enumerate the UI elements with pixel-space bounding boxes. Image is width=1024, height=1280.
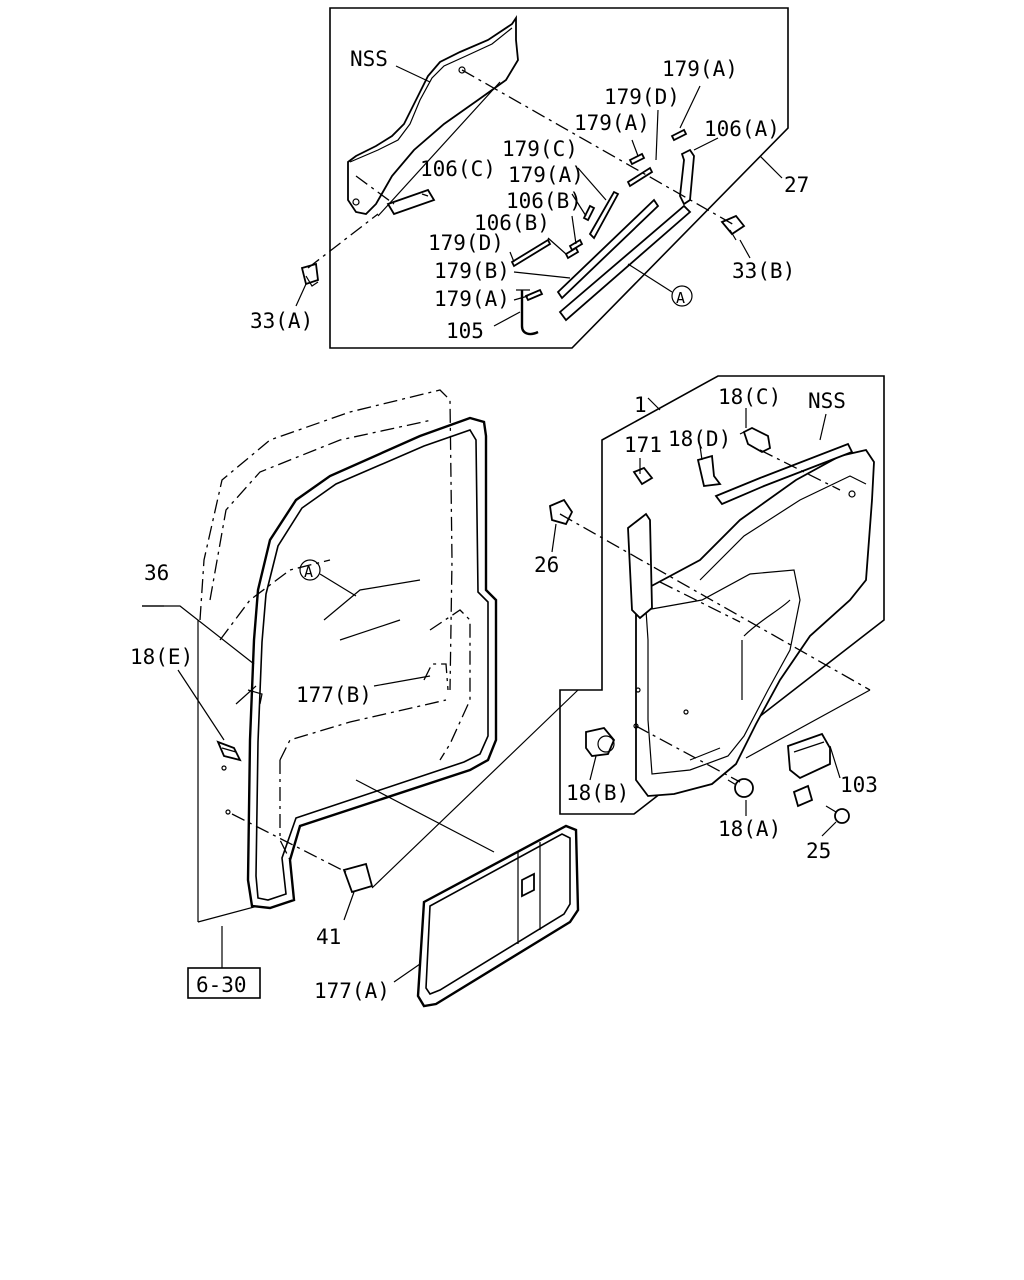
door-weatherstrip-frame — [246, 416, 498, 910]
label-ref-6-30: 6-30 — [196, 973, 247, 997]
clip-33a — [300, 262, 319, 287]
label-179a-4: 179(A) — [434, 287, 510, 311]
label-177b: 177(B) — [296, 683, 372, 707]
clip-41 — [342, 862, 374, 894]
clip-171 — [632, 466, 654, 486]
pad-106c — [386, 188, 436, 216]
label-106c: 106(C) — [420, 157, 496, 181]
label-103: 103 — [840, 773, 878, 797]
moulding-detail-inset: NSS 179(A) 179(D) 179(A) 106(A) 179(C) 1… — [250, 7, 809, 349]
tape-106b-1 — [568, 238, 584, 252]
label-106b-1: 106(B) — [506, 189, 582, 213]
strip-106a — [679, 148, 695, 206]
label-179a-3: 179(A) — [508, 163, 584, 187]
label-18d: 18(D) — [668, 427, 731, 451]
label-circle-a-top: A — [676, 289, 685, 307]
label-18b: 18(B) — [566, 781, 629, 805]
label-18c: 18(C) — [718, 385, 781, 409]
label-nss-top: NSS — [350, 47, 388, 71]
door-trim-inset: 1 18(C) NSS 171 18(D) 26 18(B) 18(A) 103… — [534, 375, 885, 863]
clip-26 — [549, 498, 574, 526]
tape-179a-3 — [582, 204, 596, 222]
sliding-glass-177a — [416, 824, 580, 1008]
tape-106b-2 — [564, 246, 580, 260]
reference-box — [187, 967, 261, 999]
label-25: 25 — [806, 839, 831, 863]
clip-18d — [696, 454, 722, 487]
label-18e: 18(E) — [130, 645, 193, 669]
label-18a: 18(A) — [718, 817, 781, 841]
label-41: 41 — [316, 925, 341, 949]
tape-179a-4 — [524, 288, 544, 302]
trim-inset-border — [559, 375, 885, 815]
label-179d-2: 179(D) — [428, 231, 504, 255]
label-177a: 177(A) — [314, 979, 390, 1003]
label-33a: 33(A) — [250, 309, 313, 333]
label-nss-right: NSS — [808, 389, 846, 413]
label-33b: 33(B) — [732, 259, 795, 283]
hook-105 — [520, 290, 539, 336]
label-105: 105 — [446, 319, 484, 343]
door-trim-panel — [635, 448, 875, 797]
clip-18a — [727, 778, 754, 798]
tape-179c — [588, 190, 620, 240]
clip-18b — [585, 727, 616, 757]
weatherstrip-a — [558, 204, 692, 322]
label-26: 26 — [534, 553, 559, 577]
label-171: 171 — [624, 433, 662, 457]
tape-179d-2 — [510, 238, 552, 268]
clip-18e — [216, 740, 242, 762]
circle-a-marker-top — [671, 285, 693, 307]
door-body-outline — [199, 389, 453, 691]
inset-border — [329, 7, 789, 349]
label-179a-2: 179(A) — [574, 111, 650, 135]
label-106a: 106(A) — [704, 117, 780, 141]
tape-179a-1 — [670, 128, 688, 142]
label-106b-2: 106(B) — [474, 211, 550, 235]
handle-103 — [787, 732, 831, 808]
weatherstrip-179b — [556, 198, 660, 300]
label-circle-a-door: A — [304, 563, 313, 581]
label-1: 1 — [634, 393, 647, 417]
clip-18c — [739, 426, 771, 454]
label-179c: 179(C) — [502, 137, 578, 161]
label-179b: 179(B) — [434, 259, 510, 283]
label-36: 36 — [144, 561, 169, 585]
tape-179a-2 — [628, 152, 646, 166]
nss-trim-strip — [347, 15, 519, 215]
tape-179d-1 — [626, 166, 654, 188]
label-179a-1: 179(A) — [662, 57, 738, 81]
door-assembly: 36 18(E) A 177(B) 41 6-30 177(A) — [130, 389, 580, 1008]
screw-25 — [825, 805, 850, 824]
label-27: 27 — [784, 173, 809, 197]
label-179d-1: 179(D) — [604, 85, 680, 109]
circle-a-marker-door — [299, 559, 321, 581]
